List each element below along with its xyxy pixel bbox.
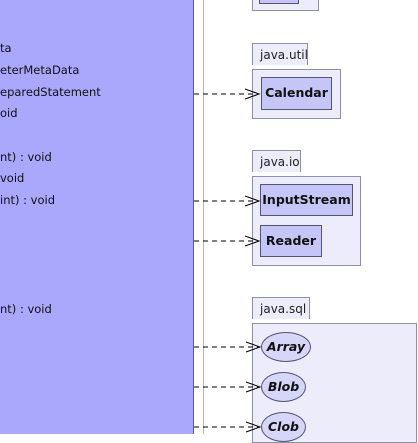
- package-tab-java-sql: java.sql: [252, 297, 310, 319]
- class-calendar[interactable]: Calendar: [261, 77, 332, 110]
- dependency-arrow-blob: [194, 381, 262, 393]
- dependency-arrow-reader: [194, 235, 261, 247]
- member-line: nt) : void: [0, 150, 52, 164]
- member-line: eterMetaData: [0, 63, 80, 77]
- member-line: void: [0, 171, 25, 185]
- class-reader[interactable]: Reader: [260, 225, 322, 257]
- member-line: eparedStatement: [0, 85, 101, 99]
- dependency-arrow-clob: [194, 421, 262, 433]
- member-line: nt) : void: [0, 302, 52, 316]
- dependency-arrow-calendar: [194, 88, 261, 100]
- dependency-arrow-inputstream: [194, 195, 261, 207]
- divider-line: [203, 0, 204, 434]
- dependency-arrow-array: [194, 341, 262, 353]
- class-partial: [259, 0, 299, 4]
- package-partial-body: [252, 0, 319, 11]
- interface-blob[interactable]: Blob: [261, 372, 306, 402]
- class-panel: ta eterMetaData eparedStatement oid nt) …: [0, 0, 194, 434]
- member-line: ta: [0, 41, 12, 55]
- package-tab-java-util: java.util: [252, 43, 308, 65]
- package-tab-java-io: java.io: [252, 150, 301, 172]
- member-line: int) : void: [0, 193, 56, 207]
- interface-array[interactable]: Array: [261, 332, 311, 362]
- class-inputstream[interactable]: InputStream: [260, 184, 353, 216]
- dependency-links: [194, 88, 262, 433]
- member-line: oid: [0, 106, 18, 120]
